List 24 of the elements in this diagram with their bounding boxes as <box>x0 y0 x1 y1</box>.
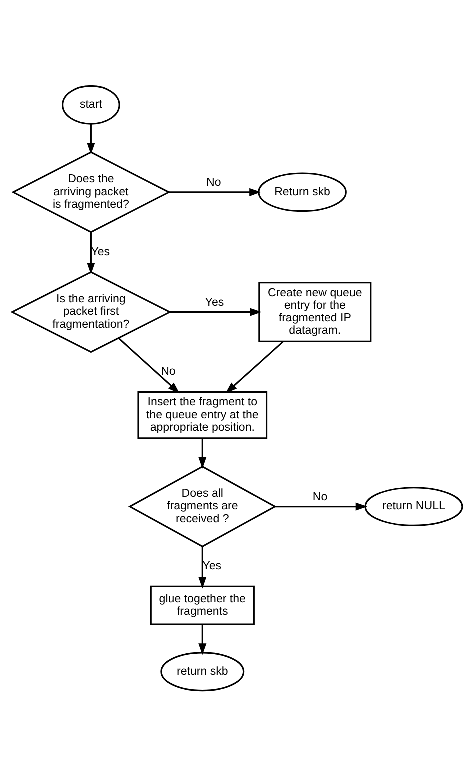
node-ellipse: start <box>62 84 120 124</box>
arrow <box>275 502 368 510</box>
node-box: Insert the fragment to the queue entry at the appropriate position. <box>138 390 268 439</box>
node-box: Create new queue entry for the fragmented IP datagram. <box>258 282 372 342</box>
arrow <box>170 308 262 316</box>
arrow <box>118 337 180 394</box>
arrow <box>87 124 96 154</box>
node-ellipse: Return skb <box>258 172 347 212</box>
arrow <box>198 546 207 588</box>
edge-label: No <box>206 176 222 188</box>
node-diamond: Does the arriving packet is fragmented? <box>12 151 171 233</box>
arrow <box>87 232 96 274</box>
arrow <box>198 624 207 655</box>
node-ellipse: return skb <box>160 652 245 692</box>
node-box: glue together the fragments <box>150 585 255 625</box>
arrow <box>169 188 262 196</box>
node-diamond: Does all fragments are received ? <box>128 465 277 548</box>
arrow <box>198 438 207 468</box>
node-diamond: Is the arriving packet first fragmentation? <box>10 270 172 353</box>
edge-label: No <box>161 366 176 378</box>
node-ellipse: return NULL <box>364 486 464 526</box>
arrow <box>226 340 284 394</box>
edge-label: No <box>312 490 328 503</box>
edge-label: Yes <box>205 296 224 308</box>
